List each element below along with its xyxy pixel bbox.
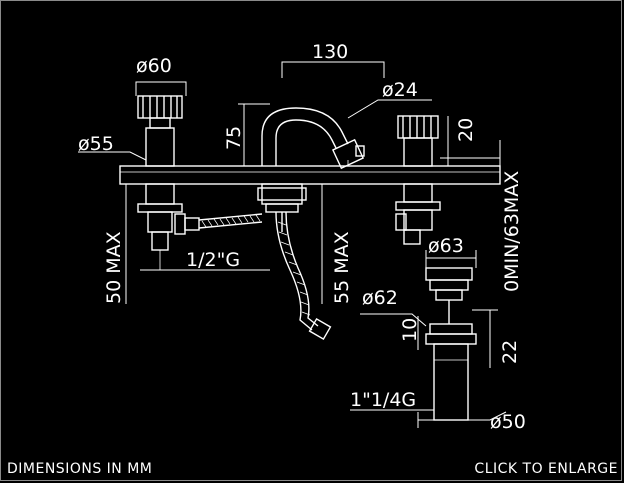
center-body <box>257 183 307 232</box>
popup-waste <box>425 267 477 421</box>
dim-75: 75 <box>223 126 245 150</box>
dim-10: 10 <box>399 318 421 342</box>
dim-dia-62: ø62 <box>362 287 398 309</box>
braided-hose-left <box>198 213 263 229</box>
dim-thread-half: 1/2"G <box>186 249 240 271</box>
enlarge-link[interactable]: CLICK TO ENLARGE <box>474 461 618 477</box>
spout <box>261 107 365 170</box>
dim-50-max: 50 MAX <box>103 231 125 304</box>
left-valve <box>174 213 200 235</box>
dim-hole: 0MIN/63MAX <box>501 171 523 292</box>
dim-dia-24: ø24 <box>382 79 418 101</box>
dim-22: 22 <box>499 340 521 364</box>
dim-130: 130 <box>312 41 348 63</box>
right-handle <box>395 115 441 245</box>
deck-plate <box>119 165 501 185</box>
dim-55-max: 55 MAX <box>331 231 353 304</box>
dim-thread-1-1-4: 1"1/4G <box>350 389 416 411</box>
units-caption: DIMENSIONS IN MM <box>7 461 153 477</box>
dim-dia-63: ø63 <box>428 235 464 257</box>
dimension-lines <box>78 61 507 428</box>
dim-20: 20 <box>455 118 477 142</box>
dim-dia-50: ø50 <box>490 411 526 433</box>
dim-dia-55: ø55 <box>78 133 114 155</box>
dim-dia-60: ø60 <box>136 55 172 77</box>
braided-hose-center <box>275 211 332 341</box>
left-handle <box>137 95 183 270</box>
